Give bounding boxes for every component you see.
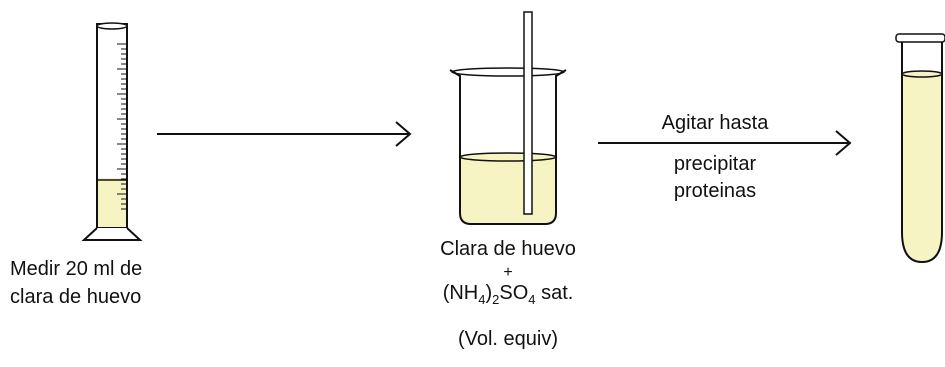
arrow-mix-to-tube <box>598 130 852 156</box>
action-label-line2: precipitar <box>673 153 757 175</box>
beaker-liquid <box>460 157 556 224</box>
reagent-sub3: 4 <box>528 292 536 307</box>
measure-label-line2: clara de huevo <box>10 286 142 308</box>
beaker <box>449 11 567 225</box>
mix-label-line1: Clara de huevo <box>440 238 576 260</box>
reagent-sub2: 2 <box>492 292 500 307</box>
mix-plus: + <box>503 264 513 281</box>
beaker-liquid-surface <box>459 152 557 162</box>
tube-liquid <box>902 74 942 262</box>
cylinder-rim <box>96 22 128 30</box>
action-label-line3: proteinas <box>673 180 757 202</box>
cylinder-liquid <box>97 178 127 228</box>
tube-lip <box>895 33 945 43</box>
action-label-line1: Agitar hasta <box>661 112 769 134</box>
measure-label-line1: Medir 20 ml de <box>10 258 143 280</box>
stirring-rod <box>523 11 533 215</box>
reagent-part3: SO <box>499 282 529 304</box>
reagent-sub1: 4 <box>478 292 486 307</box>
tube-body <box>901 42 943 264</box>
beaker-rim <box>451 67 565 77</box>
reagent-part1: (NH <box>442 282 479 304</box>
cylinder-base <box>81 227 143 241</box>
graduated-cylinder <box>81 22 143 241</box>
mix-label-line3: (Vol. equiv) <box>457 328 559 350</box>
reagent-formula: (NH4)2SO4 sat. <box>398 283 618 306</box>
cylinder-graduations <box>117 43 127 210</box>
arrow-measure-to-mix <box>157 121 412 147</box>
reagent-suffix: sat. <box>535 282 574 304</box>
tube-liquid-surface <box>901 70 943 78</box>
beaker-wall <box>449 69 567 225</box>
test-tube <box>895 33 945 264</box>
reagent-part2: ) <box>485 282 493 304</box>
